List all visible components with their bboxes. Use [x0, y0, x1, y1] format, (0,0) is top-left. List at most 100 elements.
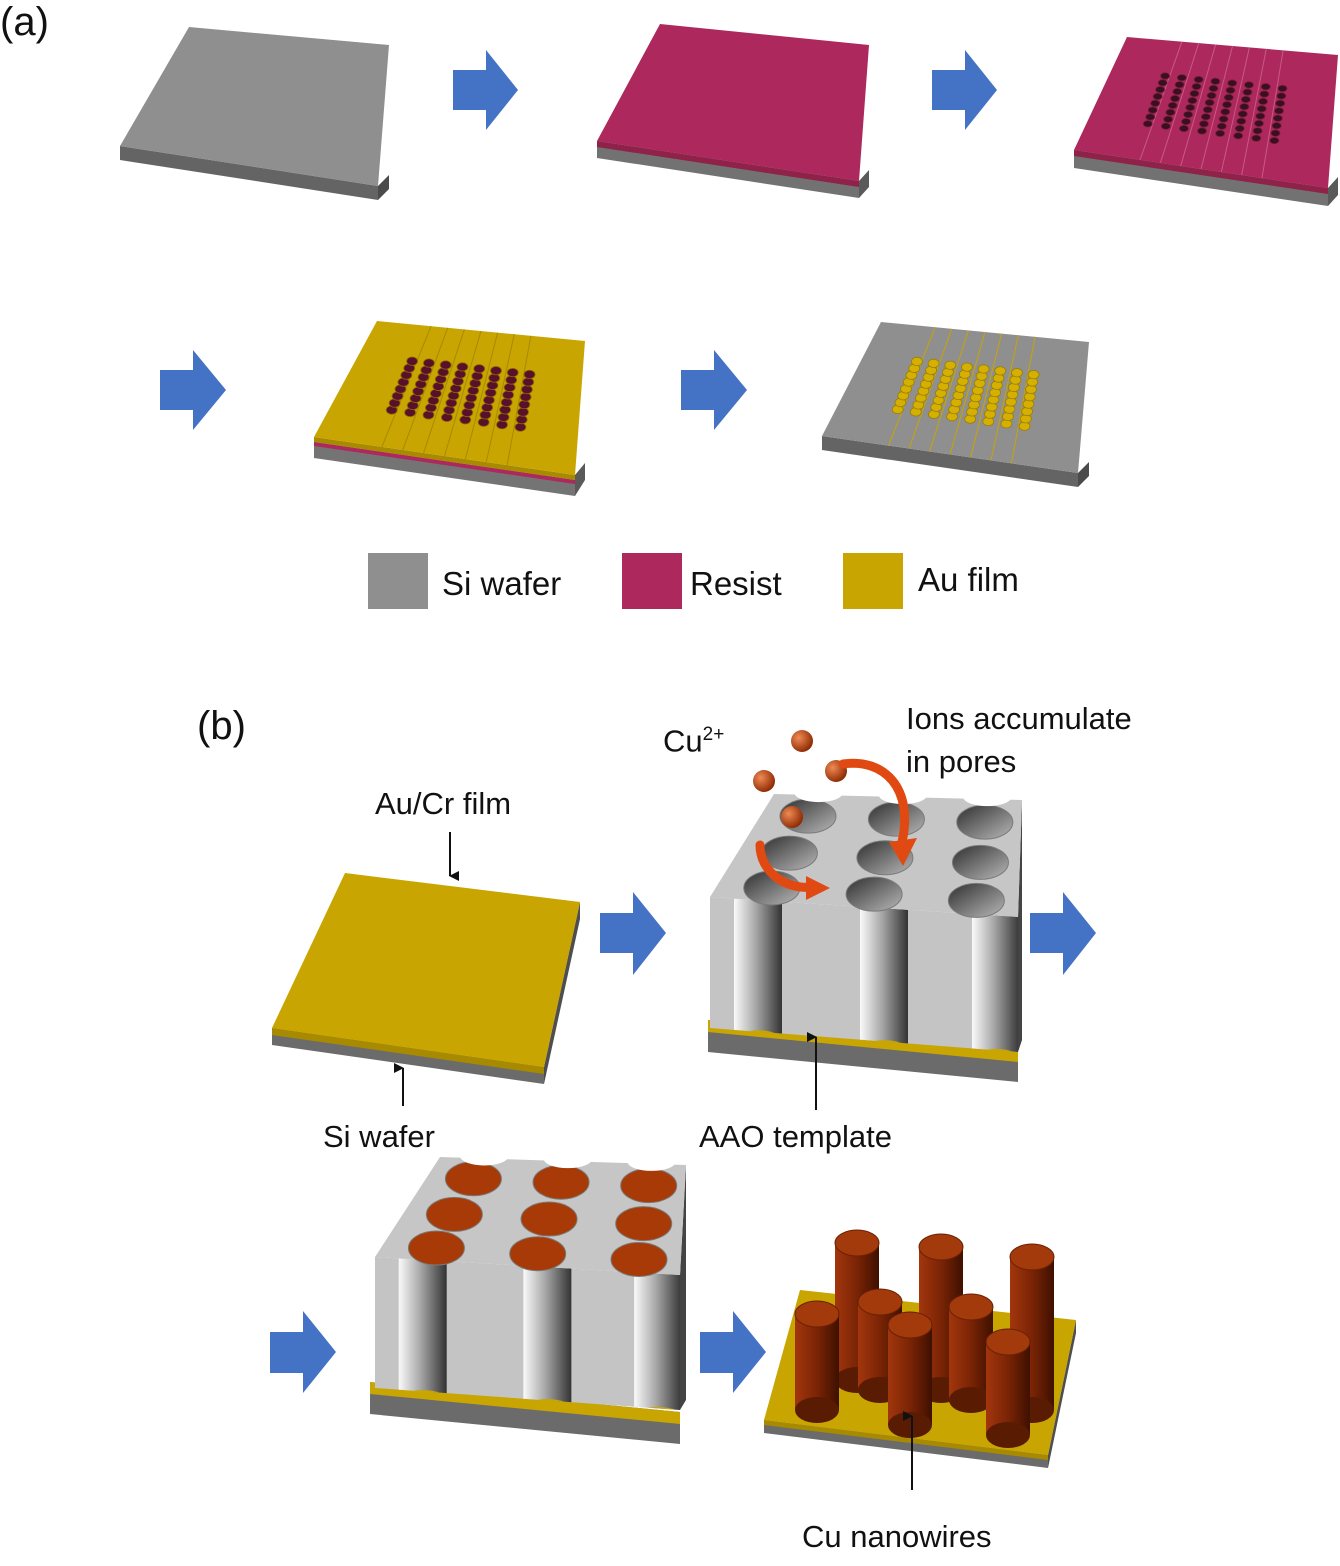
pattern-dot	[1240, 95, 1251, 104]
pattern-dot	[1179, 124, 1189, 133]
open-pore	[951, 844, 1009, 880]
pattern-dot	[1225, 86, 1236, 94]
process-arrow	[1030, 892, 1096, 975]
pattern-dot	[505, 375, 518, 385]
pore-channel	[972, 900, 1018, 1052]
pattern-dot	[927, 358, 940, 368]
pattern-dot	[1165, 108, 1176, 116]
si-wafer-label: Si wafer	[323, 1119, 435, 1154]
pattern-dot	[456, 362, 469, 372]
pattern-dot	[1208, 84, 1219, 93]
surface-line	[929, 330, 969, 452]
pattern-dot	[522, 377, 535, 387]
pattern-dot	[1187, 96, 1198, 105]
pore-channel	[860, 897, 908, 1052]
pattern-dot	[488, 373, 501, 383]
pattern-dot	[1271, 122, 1282, 130]
pattern-dot	[911, 356, 923, 367]
filled-pore	[532, 1164, 590, 1200]
patterned-resist-slab	[1074, 37, 1338, 206]
pattern-dot	[1275, 99, 1286, 107]
cu-ion	[781, 806, 803, 828]
ions-note-line2: in pores	[906, 744, 1017, 779]
pattern-dot	[1254, 119, 1264, 128]
surface-line	[423, 329, 465, 454]
pattern-dot	[1274, 107, 1284, 115]
pattern-dot	[523, 369, 536, 380]
surface-line	[444, 330, 482, 457]
surface-line	[949, 331, 986, 455]
pattern-dot	[514, 422, 527, 432]
pattern-dot	[1185, 103, 1196, 112]
pattern-dot	[1142, 120, 1153, 128]
surface-line	[969, 333, 1003, 458]
pattern-dot	[502, 390, 515, 400]
surface-line	[908, 328, 953, 449]
pattern-dot	[1270, 129, 1281, 137]
filled-pore	[620, 1168, 678, 1204]
pattern-dot	[1216, 122, 1227, 130]
aao-template-block	[708, 784, 1022, 1082]
pattern-dot	[1150, 99, 1161, 107]
resist-coated-slab	[597, 24, 869, 198]
pattern-dot	[503, 382, 516, 393]
pattern-dot	[1011, 368, 1023, 378]
filled-pore	[407, 1230, 465, 1266]
pattern-dot	[481, 402, 494, 413]
cu-nanowire	[985, 1328, 1031, 1448]
cu-ion-label: Cu2+	[663, 723, 725, 759]
process-arrow	[270, 1311, 336, 1393]
pattern-dot	[490, 366, 502, 376]
pattern-dot	[1255, 112, 1266, 120]
cu-ion	[753, 770, 775, 792]
pattern-dot	[1251, 134, 1262, 142]
pattern-dot	[423, 358, 435, 368]
pattern-dot	[1218, 115, 1229, 123]
cu-nanowire	[887, 1311, 933, 1438]
pattern-dot	[496, 420, 508, 430]
pattern-dot	[1220, 108, 1231, 116]
pattern-dot	[499, 405, 511, 415]
pattern-dot	[1200, 113, 1211, 121]
pattern-dot	[994, 366, 1007, 376]
pattern-dot	[497, 412, 510, 422]
pattern-dot	[1145, 113, 1156, 121]
legend-swatch-si	[368, 553, 428, 609]
edge-notch	[627, 1152, 676, 1171]
pattern-dot	[1155, 86, 1166, 94]
pattern-dot	[406, 356, 419, 366]
pattern-dot	[515, 415, 528, 425]
pore-channel	[523, 1257, 572, 1410]
aucr-film-label: Au/Cr film	[375, 786, 512, 821]
pattern-dot	[486, 380, 499, 390]
edge-notch	[543, 1150, 592, 1169]
open-pore	[947, 882, 1005, 918]
pattern-dot	[1193, 75, 1204, 84]
si-wafer-slab	[120, 27, 389, 200]
pattern-dot	[506, 367, 519, 378]
process-arrow	[681, 350, 747, 430]
pattern-dot	[1204, 99, 1215, 107]
pattern-dot	[1160, 72, 1170, 80]
ion-flow-arrows	[755, 758, 910, 892]
pattern-dot	[1206, 91, 1217, 100]
pattern-dot	[1170, 94, 1180, 103]
pattern-dot	[479, 410, 492, 420]
pattern-dot	[1197, 127, 1207, 135]
filled-aao-block	[370, 1147, 686, 1444]
pattern-dot	[1160, 122, 1171, 130]
pattern-dot	[1233, 132, 1244, 140]
process-arrow	[700, 1311, 766, 1393]
panel-a-label: (a)	[0, 0, 49, 44]
filled-pore	[610, 1241, 668, 1277]
pattern-dot	[439, 360, 452, 370]
pattern-dot	[1176, 74, 1187, 82]
surface-line	[506, 335, 532, 466]
pattern-dot	[517, 407, 529, 417]
cu-ion	[791, 730, 813, 752]
filled-pore	[444, 1161, 502, 1197]
legend-label-si: Si wafer	[442, 565, 562, 602]
ion-arrowhead	[889, 838, 917, 866]
pattern-dot	[473, 364, 486, 374]
